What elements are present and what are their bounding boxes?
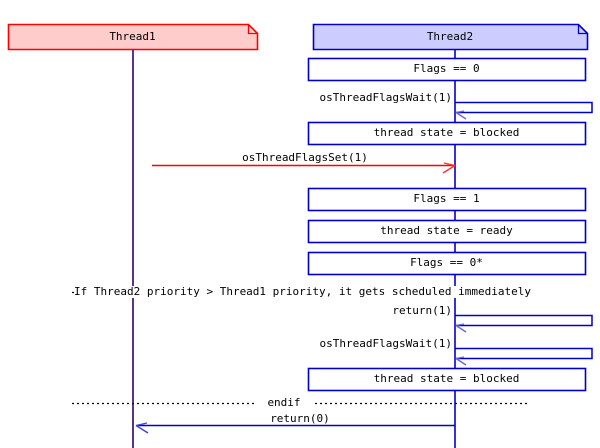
participant-fold-thread2 <box>577 24 588 35</box>
message-label-flags-set: osThreadFlagsSet(1) <box>242 151 368 164</box>
message-label-return-1: return(1) <box>392 304 452 317</box>
note-label-ready: thread state = ready <box>380 224 513 237</box>
note-label-flags-0-star: Flags == 0* <box>410 256 483 269</box>
message-arrow-flags-set <box>152 162 456 174</box>
message-label-wait-1: osThreadFlagsWait(1) <box>319 91 452 104</box>
message-arrow-wait-1 <box>455 101 593 120</box>
note-box-flags-0-star <box>307 251 587 276</box>
message-arrow-return-0 <box>135 422 455 434</box>
note-box-flags-1 <box>307 187 587 212</box>
note-label-blocked-2: thread state = blocked <box>373 372 520 385</box>
divider-label-endif: endif <box>256 397 312 409</box>
note-box-blocked-2 <box>307 367 587 392</box>
participant-fold-thread1 <box>247 24 258 35</box>
message-arrow-wait-2 <box>455 347 593 366</box>
participant-label-thread1: Thread1 <box>109 30 156 43</box>
message-label-wait-2: osThreadFlagsWait(1) <box>319 337 452 350</box>
divider-label-condition: If Thread2 priority > Thread1 priority, … <box>74 285 531 298</box>
note-box-flags-0 <box>307 57 587 82</box>
note-label-flags-0: Flags == 0 <box>413 62 480 75</box>
note-label-flags-1: Flags == 1 <box>413 192 480 205</box>
note-box-blocked-1 <box>307 121 587 146</box>
note-box-ready <box>307 219 587 244</box>
message-arrow-return-1 <box>455 314 593 333</box>
participant-box-thread1[interactable] <box>7 23 259 51</box>
message-label-return-0: return(0) <box>270 412 330 425</box>
note-label-blocked-1: thread state = blocked <box>373 126 520 139</box>
participant-label-thread2: Thread2 <box>426 30 474 43</box>
participant-box-thread2[interactable] <box>312 23 589 51</box>
